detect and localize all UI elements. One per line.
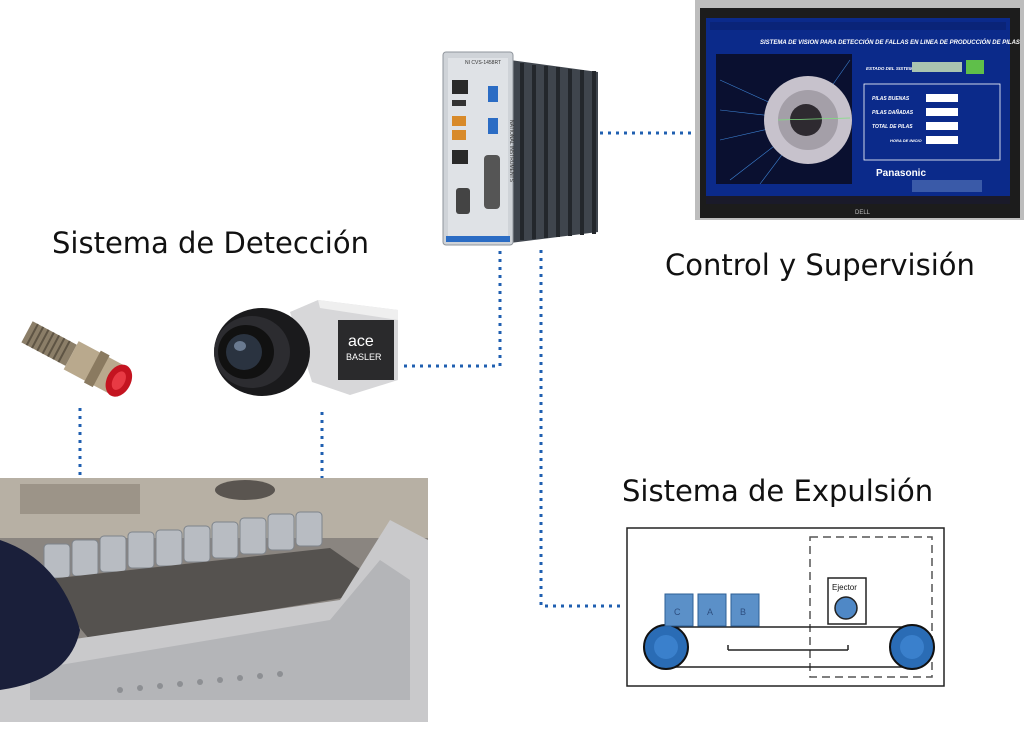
connector-camera-controller xyxy=(404,248,502,368)
pilas-buenas-label: PILAS BUENAS xyxy=(872,96,910,102)
box-a xyxy=(697,593,727,627)
box-a-label: A xyxy=(707,607,713,617)
connector-lines xyxy=(78,131,698,608)
monitor: SISTEMA DE VISION PARA DETECCIÓN DE FALL… xyxy=(695,0,1024,220)
box-b-label: B xyxy=(740,607,746,617)
box-c-label: C xyxy=(674,607,681,617)
status-indicator xyxy=(966,60,984,74)
camera-brand-ace: ace xyxy=(348,333,374,350)
hora-inicio-label: HORA DE INICIO xyxy=(890,138,923,143)
pilas-danadas-label: PILAS DAÑADAS xyxy=(872,109,914,116)
expulsion-diagram: C A B Ejector xyxy=(626,527,945,687)
sistema-deteccion-label: Sistema de Detección xyxy=(52,226,369,260)
monitor-title: SISTEMA DE VISION PARA DETECCIÓN DE FALL… xyxy=(760,39,1020,46)
proximity-sensor xyxy=(21,321,133,397)
box-b xyxy=(730,593,760,627)
camera-brand-basler: BASLER xyxy=(346,352,382,362)
sistema-expulsion-label: Sistema de Expulsión xyxy=(622,474,934,508)
ejector-label: Ejector xyxy=(832,583,857,592)
controller-device: NI CVS-1458RT NATIONAL INSTRUMENTS xyxy=(442,51,598,246)
box-c xyxy=(664,593,694,627)
estado-label: ESTADO DEL SISTEMA xyxy=(866,66,916,71)
panasonic-logo: Panasonic xyxy=(876,168,926,179)
bezel-logo: DELL xyxy=(855,210,871,216)
conveyor-photo xyxy=(0,478,428,722)
ejector-piston xyxy=(834,596,858,620)
connector-controller-expulsion xyxy=(539,250,623,608)
total-pilas-label: TOTAL DE PILAS xyxy=(872,124,913,130)
basler-camera: ace BASLER xyxy=(214,300,398,396)
control-supervision-label: Control y Supervisión xyxy=(665,248,975,282)
controller-brand: NATIONAL INSTRUMENTS xyxy=(508,120,514,183)
controller-model: NI CVS-1458RT xyxy=(465,60,501,66)
